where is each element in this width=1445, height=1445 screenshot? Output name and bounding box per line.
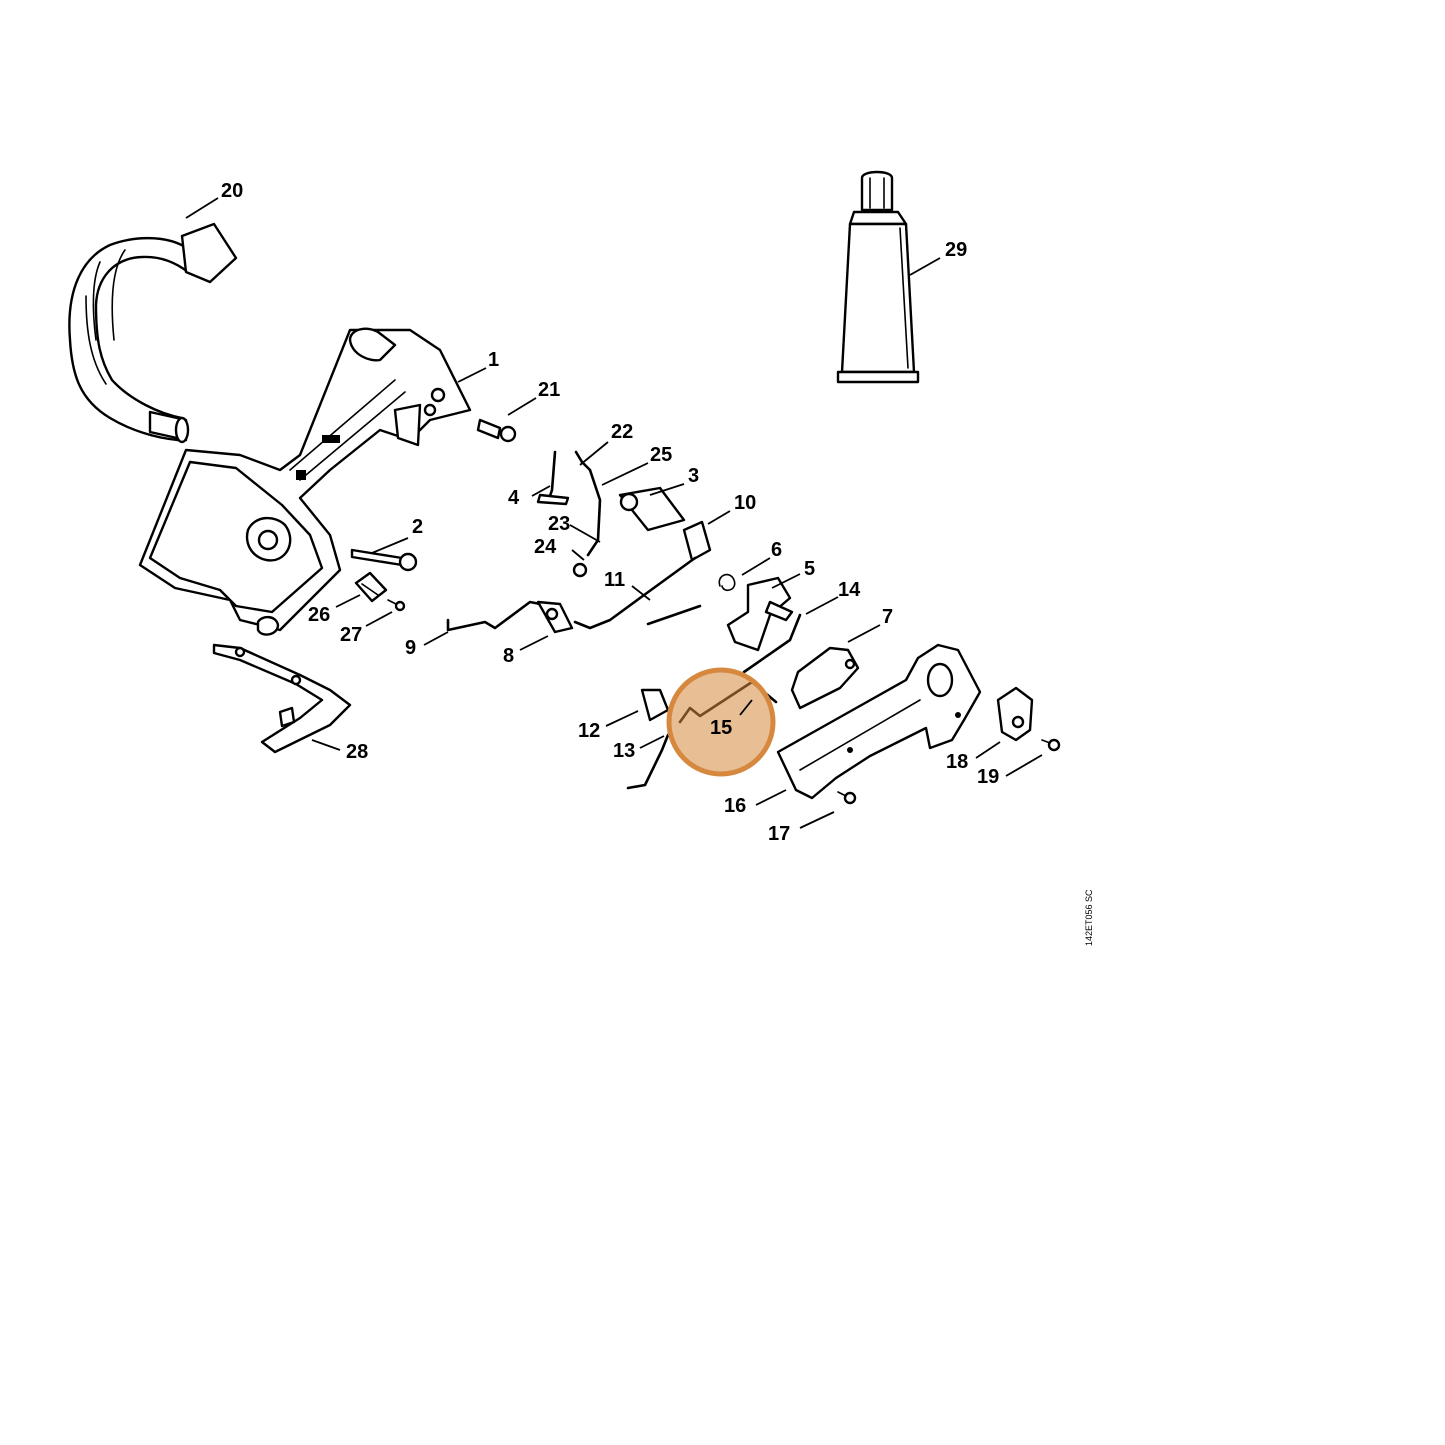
- label-5: 5: [804, 558, 815, 580]
- label-13: 13: [613, 740, 635, 762]
- clip-26-part: [354, 571, 388, 603]
- label-3: 3: [688, 465, 699, 487]
- screw-21-part: [476, 418, 517, 443]
- label-28: 28: [346, 741, 368, 763]
- label-9: 9: [405, 637, 416, 659]
- label-14: 14: [838, 579, 861, 601]
- cover-7-part: [790, 646, 860, 710]
- throttle-rod-9-part: [446, 600, 547, 632]
- label-15: 15: [710, 717, 732, 739]
- spring-13-part: [626, 733, 670, 790]
- label-8: 8: [503, 645, 514, 667]
- lever-8-part: [536, 600, 574, 634]
- leader-lines: [185, 197, 1043, 829]
- label-2: 2: [412, 516, 423, 538]
- rod-11-part: [573, 556, 697, 630]
- cap-18-part: [996, 686, 1034, 742]
- part-labels: 20 1 21 2 22 25 4 3 10 23 24 11 6 5 14 7…: [221, 180, 999, 845]
- reference-code: 142ET056 SC: [1084, 889, 1094, 946]
- label-16: 16: [724, 795, 746, 817]
- grease-tube-29-part: [836, 170, 920, 384]
- label-17: 17: [768, 823, 790, 845]
- clip-22-part: [574, 450, 592, 472]
- guard-plate-28-part: [212, 643, 352, 754]
- label-11: 11: [604, 569, 625, 591]
- spring-rod-14-part: [646, 604, 802, 674]
- throttle-trigger-5-part: [726, 576, 794, 652]
- label-10: 10: [734, 492, 756, 514]
- screw-17-part: [837, 791, 857, 805]
- label-19: 19: [977, 766, 999, 788]
- lock-12-part: [640, 688, 670, 722]
- sleeve-10-part: [682, 520, 712, 562]
- label-29: 29: [945, 239, 967, 261]
- label-24: 24: [534, 536, 557, 558]
- spring-6-part: [718, 573, 736, 592]
- handlebar-part: [68, 222, 238, 444]
- label-1: 1: [488, 349, 499, 371]
- screw-27-part: [387, 599, 406, 612]
- screw-19-part: [1041, 738, 1061, 752]
- rear-handle-16-part: [776, 643, 982, 800]
- highlight-marker: [666, 667, 776, 777]
- label-7: 7: [882, 606, 893, 628]
- label-26: 26: [308, 604, 330, 626]
- label-21: 21: [538, 379, 560, 401]
- label-22: 22: [611, 421, 633, 443]
- label-23: 23: [548, 513, 570, 535]
- screw-2-part: [350, 548, 418, 572]
- label-6: 6: [771, 539, 782, 561]
- label-18: 18: [946, 751, 968, 773]
- label-12: 12: [578, 720, 600, 742]
- link-rod-4-part: [536, 450, 570, 506]
- label-4: 4: [508, 487, 520, 509]
- handle-housing-part: [138, 327, 472, 636]
- label-25: 25: [650, 444, 672, 466]
- label-20: 20: [221, 180, 243, 202]
- switch-shaft-3-part: [618, 486, 686, 532]
- label-27: 27: [340, 624, 362, 646]
- cable-25-part: [572, 468, 602, 578]
